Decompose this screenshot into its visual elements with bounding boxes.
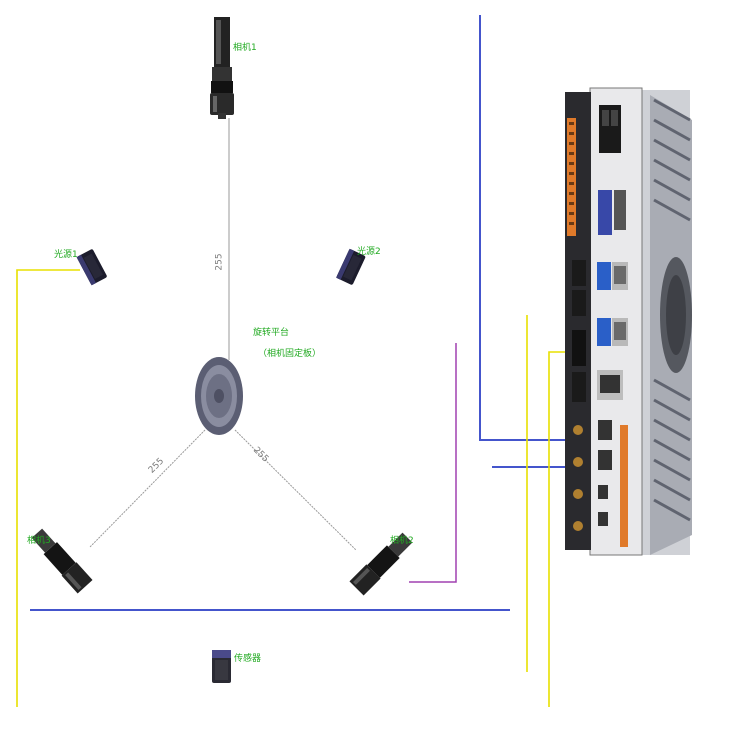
yellow-cable-right [548, 351, 572, 707]
dimension-line-left [89, 429, 206, 548]
purple-cable [409, 343, 457, 583]
yellow-cable-left [16, 269, 80, 707]
center-platform [195, 357, 243, 435]
blue-cable-upper [479, 15, 574, 441]
center-platform-label-1: 旋转平台 [253, 328, 290, 338]
dimension-top: 255 [214, 253, 225, 271]
center-platform-label-2: （相机固定板） [258, 349, 322, 359]
light-left-label: 光源1 [54, 250, 78, 260]
light-right [336, 248, 366, 285]
camera-left [31, 528, 93, 594]
camera-left-label: 相机3 [27, 536, 51, 546]
light-left [76, 249, 107, 286]
camera-top [210, 17, 234, 119]
light-right-label: 光源2 [357, 247, 381, 257]
camera-right [349, 532, 413, 596]
camera-top-label: 相机1 [233, 43, 257, 53]
dimension-line-right [234, 429, 357, 551]
camera-right-label: 相机2 [390, 536, 414, 546]
sensor-bottom-label: 传感器 [234, 654, 262, 664]
industrial-pc [565, 87, 692, 556]
sensor-bottom [212, 650, 231, 683]
